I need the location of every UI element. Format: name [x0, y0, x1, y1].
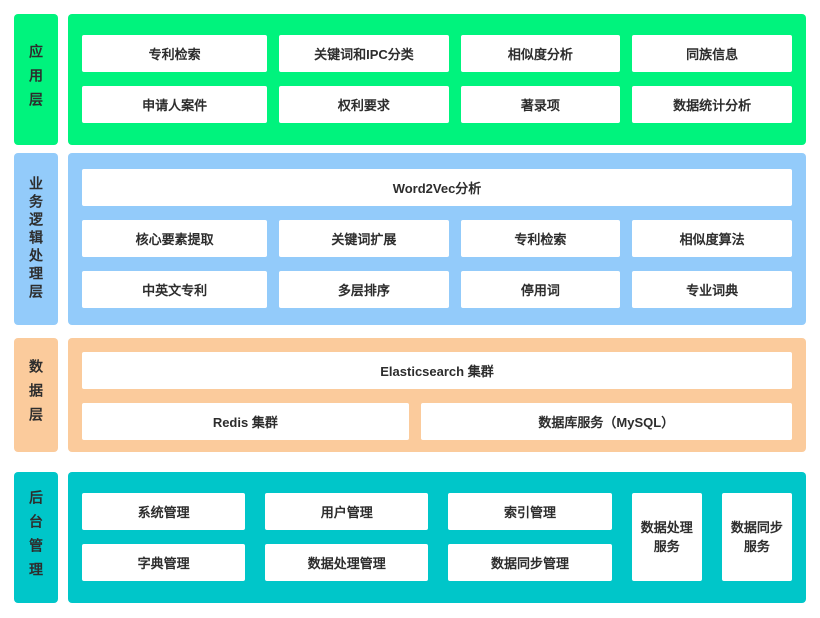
data-layer-section: 数据层 Elasticsearch 集群 Redis 集群数据库服务（MySQL…: [14, 338, 806, 452]
admin-layer-label: 后台管理: [14, 472, 58, 603]
data-layer-panel: Elasticsearch 集群 Redis 集群数据库服务（MySQL）: [68, 338, 806, 452]
data-processing-service-box: 数据处理服务: [631, 493, 702, 581]
diagram-box: 同族信息: [632, 35, 792, 72]
layer-label-text: 业务逻辑处理层: [28, 176, 44, 302]
elasticsearch-cluster-box: Elasticsearch 集群: [82, 352, 792, 389]
diagram-box: 中英文专利: [82, 271, 268, 308]
layer-label-text: 后台管理: [28, 489, 44, 586]
admin-boxes-grid: 数据处理服务 数据同步服务 系统管理用户管理索引管理字典管理数据处理管理数据同步…: [82, 493, 792, 581]
diagram-box: 相似度分析: [460, 35, 621, 72]
diagram-box: 用户管理: [265, 493, 429, 530]
diagram-box: 专利检索: [82, 35, 268, 72]
diagram-box: Redis 集群: [82, 403, 409, 440]
diagram-box: 专业词典: [632, 271, 792, 308]
diagram-box: 多层排序: [279, 271, 449, 308]
layer-label-text: 应用层: [28, 43, 44, 116]
application-layer-panel: 专利检索关键词和IPC分类相似度分析同族信息申请人案件权利要求著录项数据统计分析: [68, 14, 806, 145]
admin-layer-panel: 数据处理服务 数据同步服务 系统管理用户管理索引管理字典管理数据处理管理数据同步…: [68, 472, 806, 603]
business-logic-layer-panel: Word2Vec分析 核心要素提取关键词扩展专利检索相似度算法中英文专利多层排序…: [68, 153, 806, 325]
diagram-box: 权利要求: [279, 86, 449, 123]
architecture-diagram: 应用层 专利检索关键词和IPC分类相似度分析同族信息申请人案件权利要求著录项数据…: [14, 14, 806, 603]
diagram-box: 索引管理: [448, 493, 612, 530]
diagram-box: 申请人案件: [82, 86, 268, 123]
business-logic-layer-section: 业务逻辑处理层 Word2Vec分析 核心要素提取关键词扩展专利检索相似度算法中…: [14, 153, 806, 325]
diagram-box: 数据同步管理: [448, 544, 612, 581]
diagram-box: 系统管理: [82, 493, 246, 530]
diagram-box: 数据库服务（MySQL）: [420, 403, 792, 440]
business-logic-boxes-grid: 核心要素提取关键词扩展专利检索相似度算法中英文专利多层排序停用词专业词典: [82, 220, 792, 308]
diagram-box: 数据统计分析: [632, 86, 792, 123]
diagram-box: 相似度算法: [632, 220, 792, 257]
word2vec-analysis-box: Word2Vec分析: [82, 169, 792, 206]
application-layer-section: 应用层 专利检索关键词和IPC分类相似度分析同族信息申请人案件权利要求著录项数据…: [14, 14, 806, 145]
diagram-box: 著录项: [460, 86, 621, 123]
application-layer-label: 应用层: [14, 14, 58, 145]
diagram-box: 核心要素提取: [82, 220, 268, 257]
diagram-box: 关键词扩展: [279, 220, 449, 257]
admin-layer-section: 后台管理 数据处理服务 数据同步服务 系统管理用户管理索引管理字典管理数据处理管…: [14, 472, 806, 603]
data-boxes-grid: Redis 集群数据库服务（MySQL）: [82, 403, 792, 440]
application-boxes-grid: 专利检索关键词和IPC分类相似度分析同族信息申请人案件权利要求著录项数据统计分析: [82, 35, 792, 123]
data-sync-service-box: 数据同步服务: [721, 493, 792, 581]
data-layer-label: 数据层: [14, 338, 58, 452]
diagram-box: 关键词和IPC分类: [279, 35, 449, 72]
diagram-box: 停用词: [460, 271, 621, 308]
business-logic-layer-label: 业务逻辑处理层: [14, 153, 58, 325]
diagram-box: 数据处理管理: [265, 544, 429, 581]
layer-label-text: 数据层: [28, 359, 44, 431]
diagram-box: 字典管理: [82, 544, 246, 581]
diagram-box: 专利检索: [460, 220, 621, 257]
